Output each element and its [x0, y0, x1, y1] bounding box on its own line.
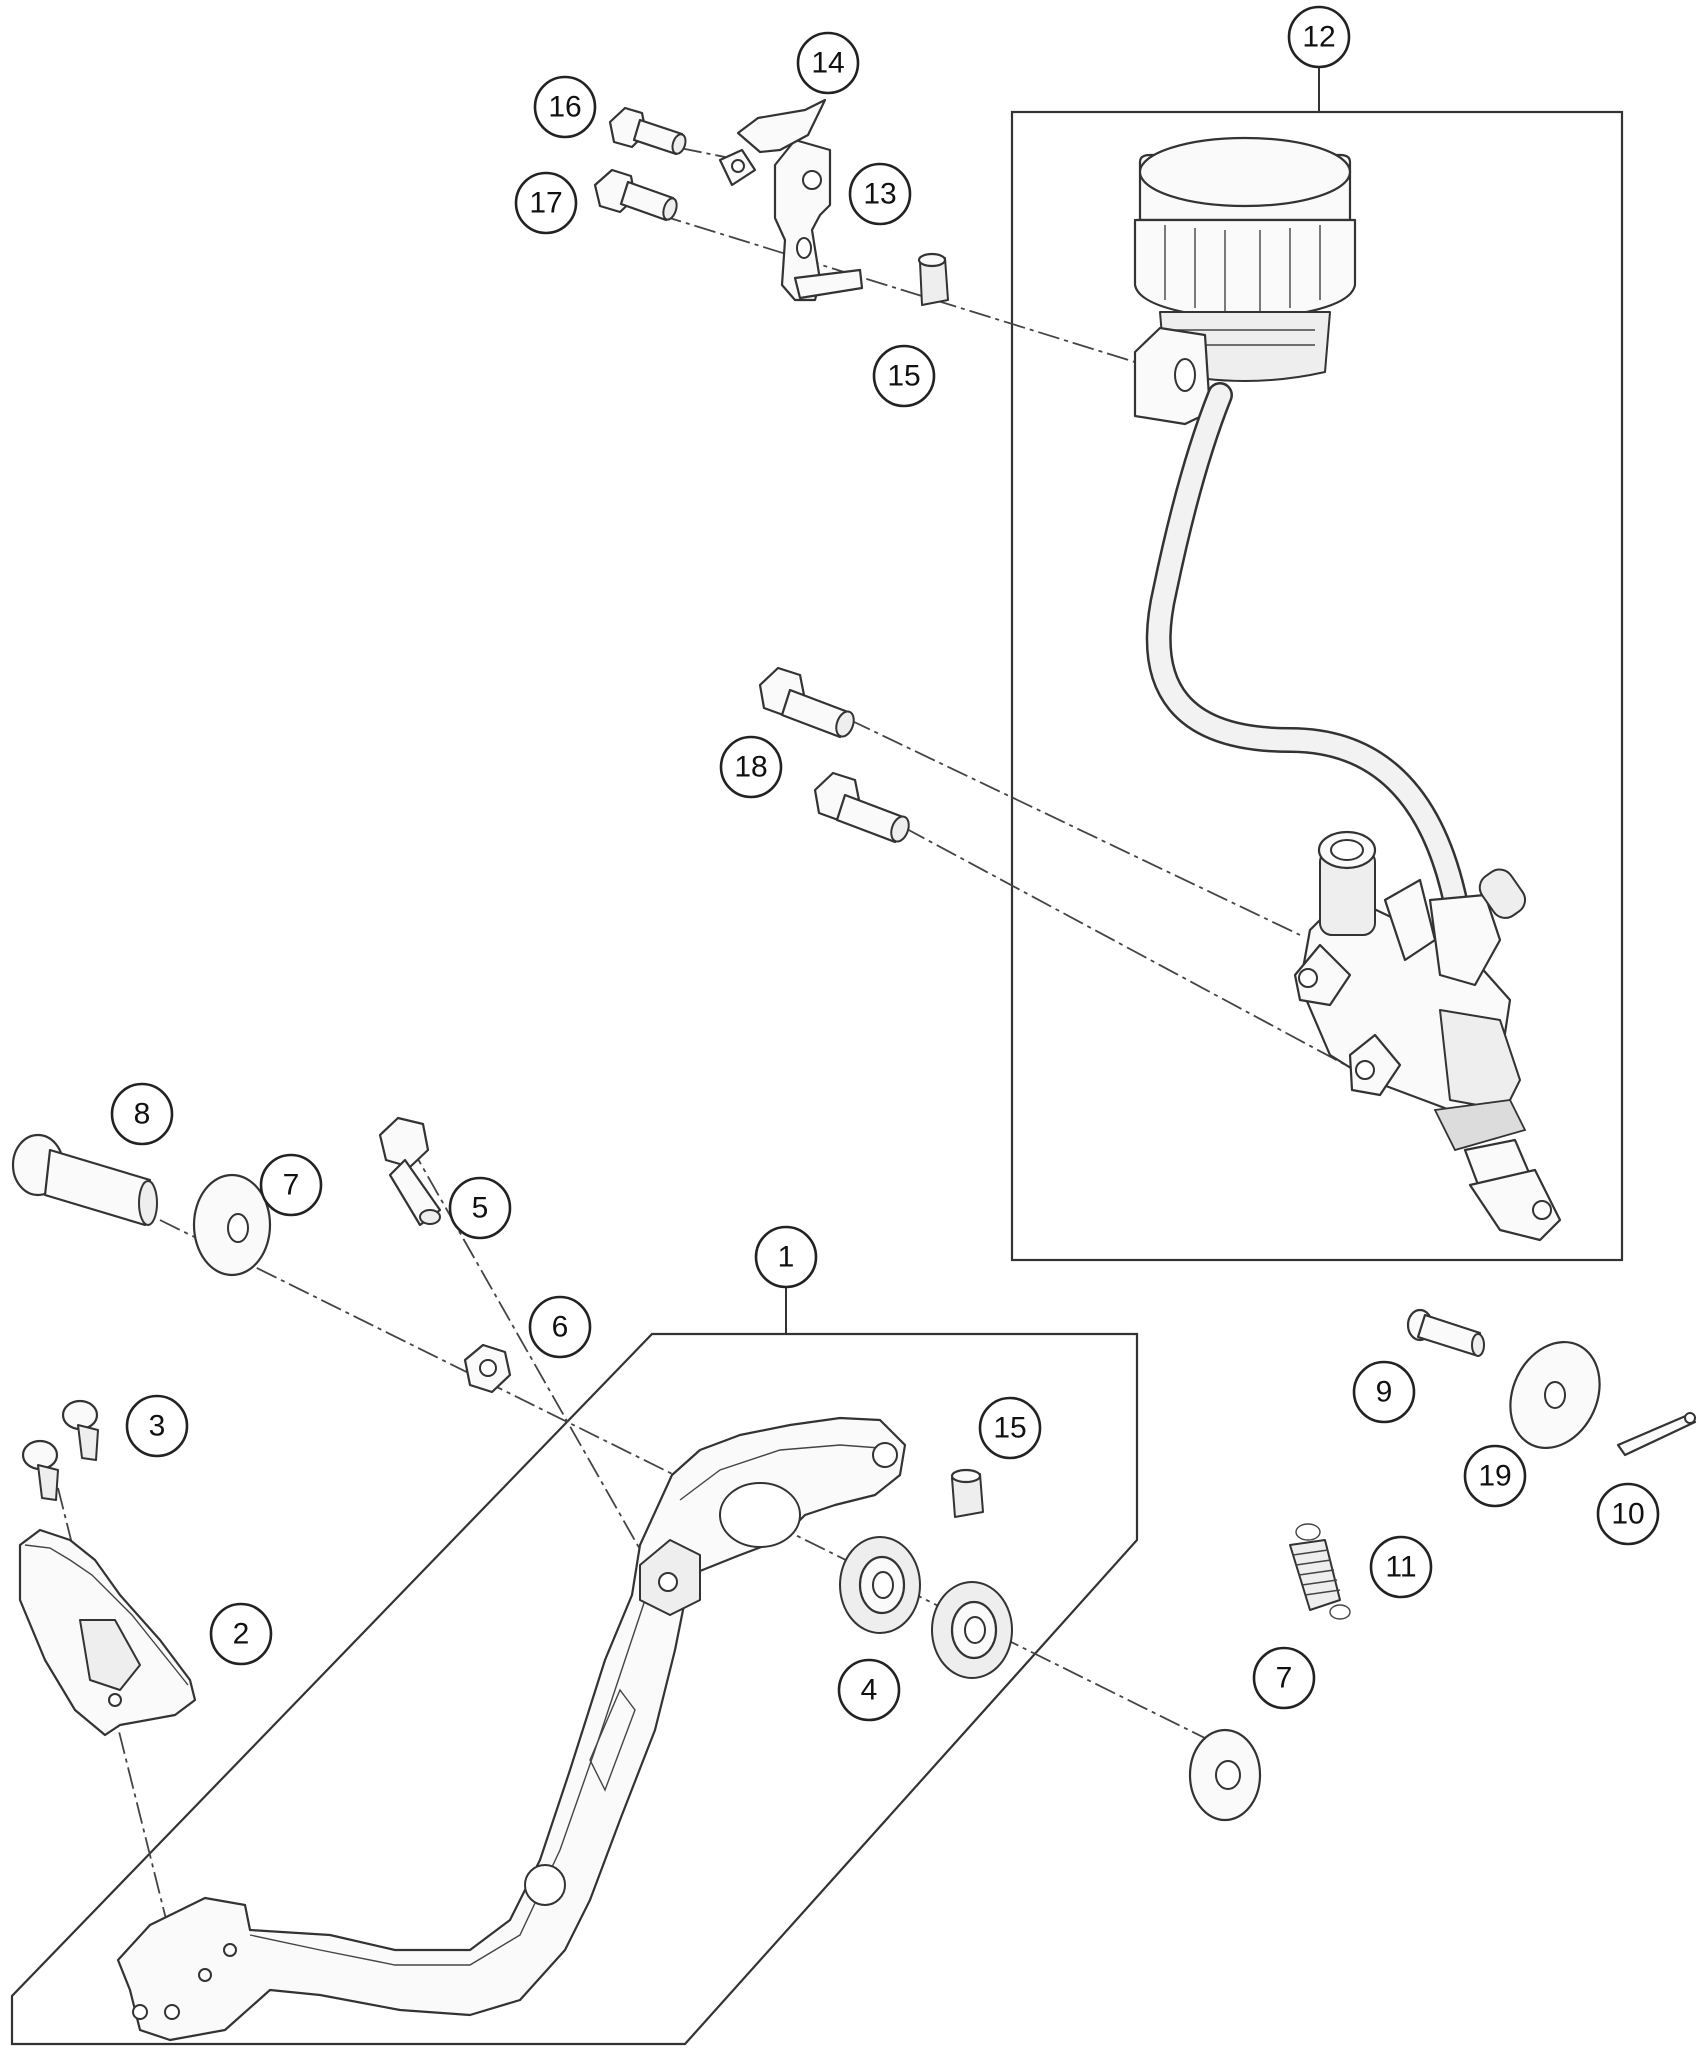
- callout-15-bottom: 15: [978, 1396, 1042, 1460]
- bolt-16: [608, 106, 687, 156]
- callout-3: 3: [125, 1394, 189, 1458]
- svg-text:6: 6: [552, 1311, 569, 1344]
- nut-6: [463, 1343, 512, 1394]
- callout-16: 16: [533, 75, 597, 139]
- callout-1: 1: [754, 1225, 818, 1289]
- svg-text:5: 5: [472, 1192, 489, 1225]
- axis-line-bolt18-lower: [904, 827, 1356, 1071]
- callout-18: 18: [719, 735, 783, 799]
- reservoir: [1133, 136, 1357, 426]
- spring-11: [1289, 1523, 1351, 1620]
- washer-7-bottom: [1188, 1728, 1262, 1822]
- washer-19: [1509, 1340, 1601, 1450]
- svg-text:8: 8: [134, 1098, 151, 1131]
- svg-text:3: 3: [149, 1410, 166, 1443]
- callout-7-bottom: 7: [1252, 1646, 1316, 1710]
- callout-9: 9: [1352, 1360, 1416, 1424]
- svg-text:9: 9: [1376, 1376, 1393, 1409]
- step-plate-2: [18, 1528, 197, 1737]
- svg-text:12: 12: [1302, 21, 1335, 54]
- clip-14: [718, 98, 827, 187]
- svg-text:11: 11: [1385, 1551, 1416, 1584]
- svg-text:7: 7: [283, 1169, 300, 1202]
- svg-text:15: 15: [887, 360, 920, 393]
- callout-11: 11: [1369, 1535, 1433, 1599]
- brake-hose: [1145, 382, 1468, 913]
- axis-line-bolt5: [409, 1144, 651, 1568]
- svg-text:15: 15: [993, 1412, 1026, 1445]
- bolt-17: [593, 168, 678, 222]
- callout-6: 6: [528, 1295, 592, 1359]
- svg-text:2: 2: [233, 1618, 250, 1651]
- callout-5: 5: [448, 1176, 512, 1240]
- svg-text:13: 13: [863, 178, 896, 211]
- master-cylinder-body: [1293, 830, 1562, 1242]
- brake-pedal-lever: [116, 1416, 907, 2042]
- svg-text:19: 19: [1478, 1460, 1511, 1493]
- callout-2: 2: [209, 1602, 273, 1666]
- svg-text:7: 7: [1276, 1662, 1293, 1695]
- axis-line-bolt18-upper: [849, 719, 1301, 936]
- bolt-5: [378, 1116, 442, 1227]
- callout-19: 19: [1463, 1444, 1527, 1508]
- callout-13: 13: [848, 162, 912, 226]
- callout-12: 12: [1287, 5, 1351, 69]
- axis-line-bolt17: [659, 214, 1136, 363]
- svg-text:14: 14: [811, 47, 844, 80]
- svg-text:4: 4: [861, 1674, 878, 1707]
- spacer-15-top: [917, 252, 949, 306]
- screws-3: [21, 1399, 99, 1501]
- callout-8: 8: [110, 1082, 174, 1146]
- bolt-18-upper: [758, 666, 855, 739]
- spacer-15-bottom: [950, 1468, 984, 1518]
- pin-9: [1406, 1308, 1485, 1357]
- svg-text:17: 17: [529, 187, 562, 220]
- washer-7-top: [192, 1173, 272, 1277]
- bolt-18-lower: [813, 771, 910, 844]
- svg-text:16: 16: [548, 91, 581, 124]
- bearings-4: [839, 1536, 1013, 1679]
- callout-10: 10: [1596, 1482, 1660, 1546]
- master-cylinder-group-frame: [1010, 110, 1624, 1262]
- svg-text:1: 1: [778, 1241, 795, 1274]
- svg-text:10: 10: [1611, 1498, 1644, 1531]
- cotter-pin-10: [1616, 1412, 1697, 1457]
- callout-17: 17: [514, 171, 578, 235]
- callout-4: 4: [837, 1658, 901, 1722]
- svg-text:18: 18: [734, 751, 767, 784]
- brake-pedal-group-frame: [10, 1332, 1139, 2046]
- pivot-bolt-8: [11, 1133, 158, 1227]
- callout-14: 14: [796, 31, 860, 95]
- bracket-13: [773, 138, 864, 302]
- callout-15-top: 15: [872, 344, 936, 408]
- callout-7-top: 7: [259, 1153, 323, 1217]
